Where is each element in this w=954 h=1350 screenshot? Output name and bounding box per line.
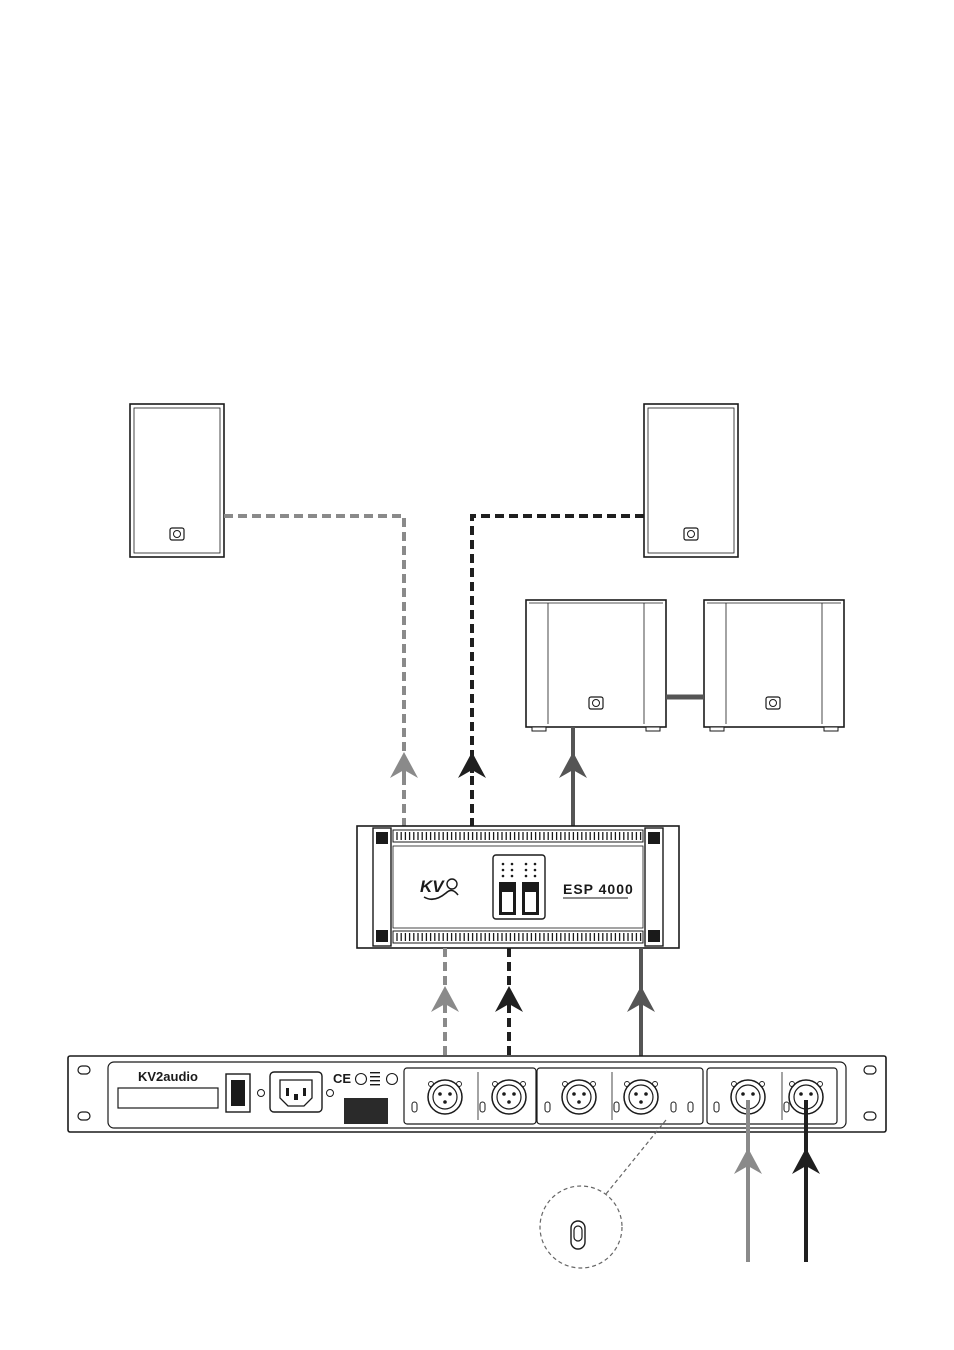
ce-mark: CE [333, 1071, 351, 1086]
processor-label-strip [118, 1088, 218, 1108]
svg-text:ESP 4000: ESP 4000 [563, 881, 634, 897]
subwoofer-left [526, 600, 666, 731]
processor-power-switch[interactable] [226, 1074, 250, 1112]
subwoofer-right [704, 600, 844, 731]
kv2-badge-icon [170, 528, 184, 540]
top-speaker-right [644, 404, 738, 557]
xlr-output-connector[interactable] [428, 1080, 462, 1114]
amp-power-switch-b[interactable] [522, 882, 539, 915]
arrow-up-dark [458, 752, 486, 778]
kv2-badge-icon [684, 528, 698, 540]
xlr-output-connector[interactable] [492, 1080, 526, 1114]
processor-brand: KV2audio [138, 1069, 198, 1084]
kv2-badge-icon [589, 697, 603, 709]
top-speaker-left [130, 404, 224, 557]
kv2-badge-icon [766, 697, 780, 709]
svg-text:KV: KV [420, 877, 445, 896]
xlr-output-connector[interactable] [562, 1080, 596, 1114]
processor-black-label [344, 1098, 388, 1124]
toggle-switch-icon[interactable] [571, 1221, 585, 1249]
amplifier: KV ESP 4000 [357, 826, 679, 948]
speaker-cable-left-top [224, 516, 404, 776]
iec-power-inlet-icon[interactable] [270, 1072, 322, 1112]
xlr-output-connector[interactable] [624, 1080, 658, 1114]
amp-power-switch-a[interactable] [499, 882, 516, 915]
amp-model-label: ESP 4000 [563, 881, 634, 898]
amp-control-panel [493, 855, 545, 919]
